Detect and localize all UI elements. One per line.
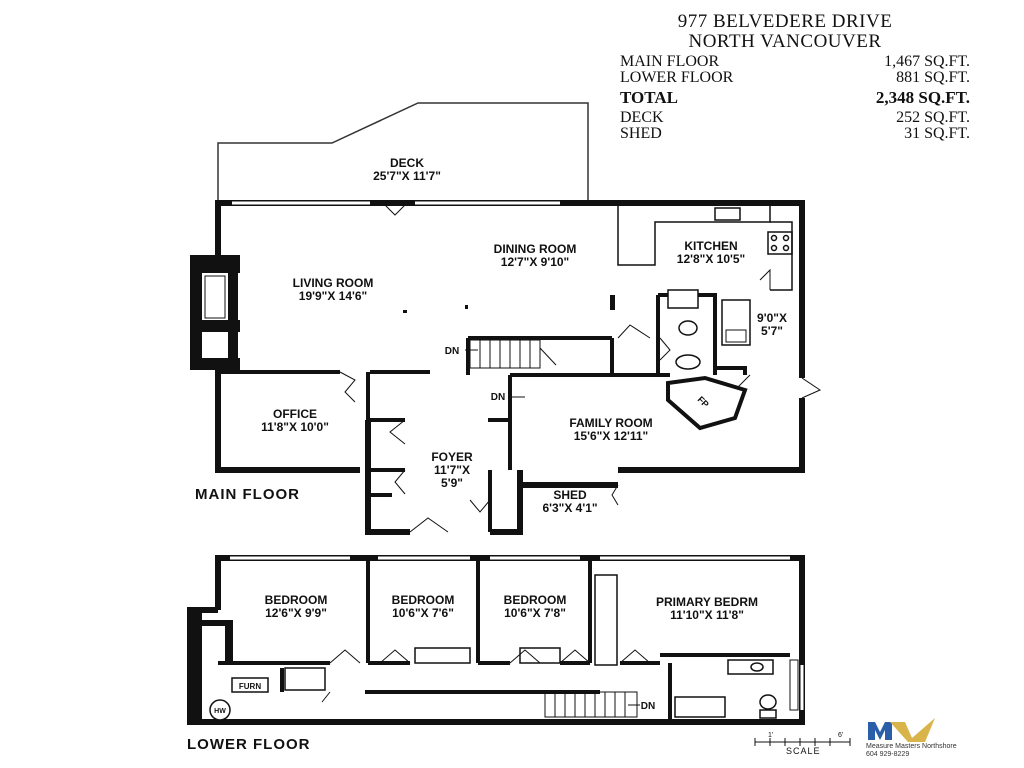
area-label: SHED — [620, 125, 662, 142]
dining-room-name: DINING ROOM — [494, 242, 577, 256]
primary-bedroom-dims: 11'10"X 11'8" — [670, 608, 744, 622]
interior-walls-main — [218, 295, 670, 532]
main-floor-title: MAIN FLOOR — [195, 486, 300, 503]
lower-floor: FURN HW BEDROOM 12'6"X 9'9" BEDROOM 10'6… — [187, 555, 805, 753]
area-value: 252 SQ.FT. — [896, 109, 970, 126]
stair-dn-label-1: DN — [445, 346, 459, 357]
bedroom-3-dims: 10'6"X 7'8" — [504, 606, 566, 620]
furnace-label: FURN — [239, 682, 261, 691]
area-label: TOTAL — [620, 88, 678, 107]
area-value: 31 SQ.FT. — [904, 125, 970, 142]
lower-floor-title: LOWER FLOOR — [187, 736, 311, 753]
area-label: MAIN FLOOR — [620, 53, 720, 70]
stair-dn-label-lower: DN — [641, 701, 655, 712]
room-labels-main: DECK 25'7"X 11'7" LIVING ROOM 19'9"X 14'… — [261, 156, 787, 515]
family-room-name: FAMILY ROOM — [569, 416, 652, 430]
kitchen-name: KITCHEN — [684, 239, 737, 253]
bedroom-3-name: BEDROOM — [504, 593, 567, 607]
company-logo — [868, 718, 935, 742]
room-labels-lower: BEDROOM 12'6"X 9'9" BEDROOM 10'6"X 7'6" … — [265, 593, 758, 712]
office-dims: 11'8"X 10'0" — [261, 420, 329, 434]
area-value: 2,348 SQ.FT. — [875, 88, 970, 107]
shed-dims: 6'3"X 4'1" — [542, 501, 597, 515]
doors-main — [339, 204, 822, 533]
ensuite-fixtures — [674, 659, 777, 719]
bedroom-1-name: BEDROOM — [265, 593, 328, 607]
doors-lower — [321, 649, 651, 703]
logo-company-name: Measure Masters Northshore — [866, 743, 957, 750]
main-floor: FP — [190, 102, 822, 535]
living-room-dims: 19'9"X 14'6" — [299, 289, 367, 303]
stairs-lower — [544, 691, 640, 718]
area-value: 881 SQ.FT. — [896, 69, 970, 86]
living-room-name: LIVING ROOM — [293, 276, 374, 290]
pantry-dims-1: 9'0"X — [757, 311, 787, 325]
office-name: OFFICE — [273, 407, 317, 421]
stairs-main — [465, 339, 557, 398]
kitchen-counters — [617, 205, 793, 291]
interior-walls-lower — [218, 558, 790, 722]
family-fireplace — [666, 375, 748, 431]
dining-room-dims: 12'7"X 9'10" — [501, 255, 569, 269]
bedroom-1-dims: 12'6"X 9'9" — [265, 606, 327, 620]
primary-bedroom-name: PRIMARY BEDRM — [656, 595, 758, 609]
address-line-1: 977 BELVEDERE DRIVE — [677, 11, 893, 32]
deck-dims: 25'7"X 11'7" — [373, 169, 441, 183]
hot-water-label: HW — [214, 708, 226, 715]
scale-tick-end: 6' — [838, 732, 843, 739]
foyer-dims-2: 5'9" — [441, 476, 463, 490]
scale-bar: 1' 6' SCALE — [754, 732, 851, 756]
deck-outline — [217, 102, 589, 203]
bedroom-2-name: BEDROOM — [392, 593, 455, 607]
area-label: DECK — [620, 109, 664, 126]
deck-name: DECK — [390, 156, 424, 170]
address-line-2: NORTH VANCOUVER — [688, 31, 882, 52]
shed-name: SHED — [553, 488, 587, 502]
area-label: LOWER FLOOR — [620, 69, 734, 86]
scale-label: SCALE — [786, 746, 821, 756]
foyer-name: FOYER — [431, 450, 473, 464]
area-value: 1,467 SQ.FT. — [884, 53, 970, 70]
pantry-dims-2: 5'7" — [761, 324, 783, 338]
family-room-dims: 15'6"X 12'11" — [574, 429, 648, 443]
fireplace-block — [190, 255, 240, 370]
bedroom-2-dims: 10'6"X 7'6" — [392, 606, 454, 620]
kitchen-dims: 12'8"X 10'5" — [677, 252, 745, 266]
scale-tick-start: 1' — [768, 732, 773, 739]
stair-dn-label-2: DN — [491, 392, 505, 403]
foyer-dims-1: 11'7"X — [434, 463, 470, 477]
logo-phone: 604 929-8229 — [866, 751, 910, 758]
